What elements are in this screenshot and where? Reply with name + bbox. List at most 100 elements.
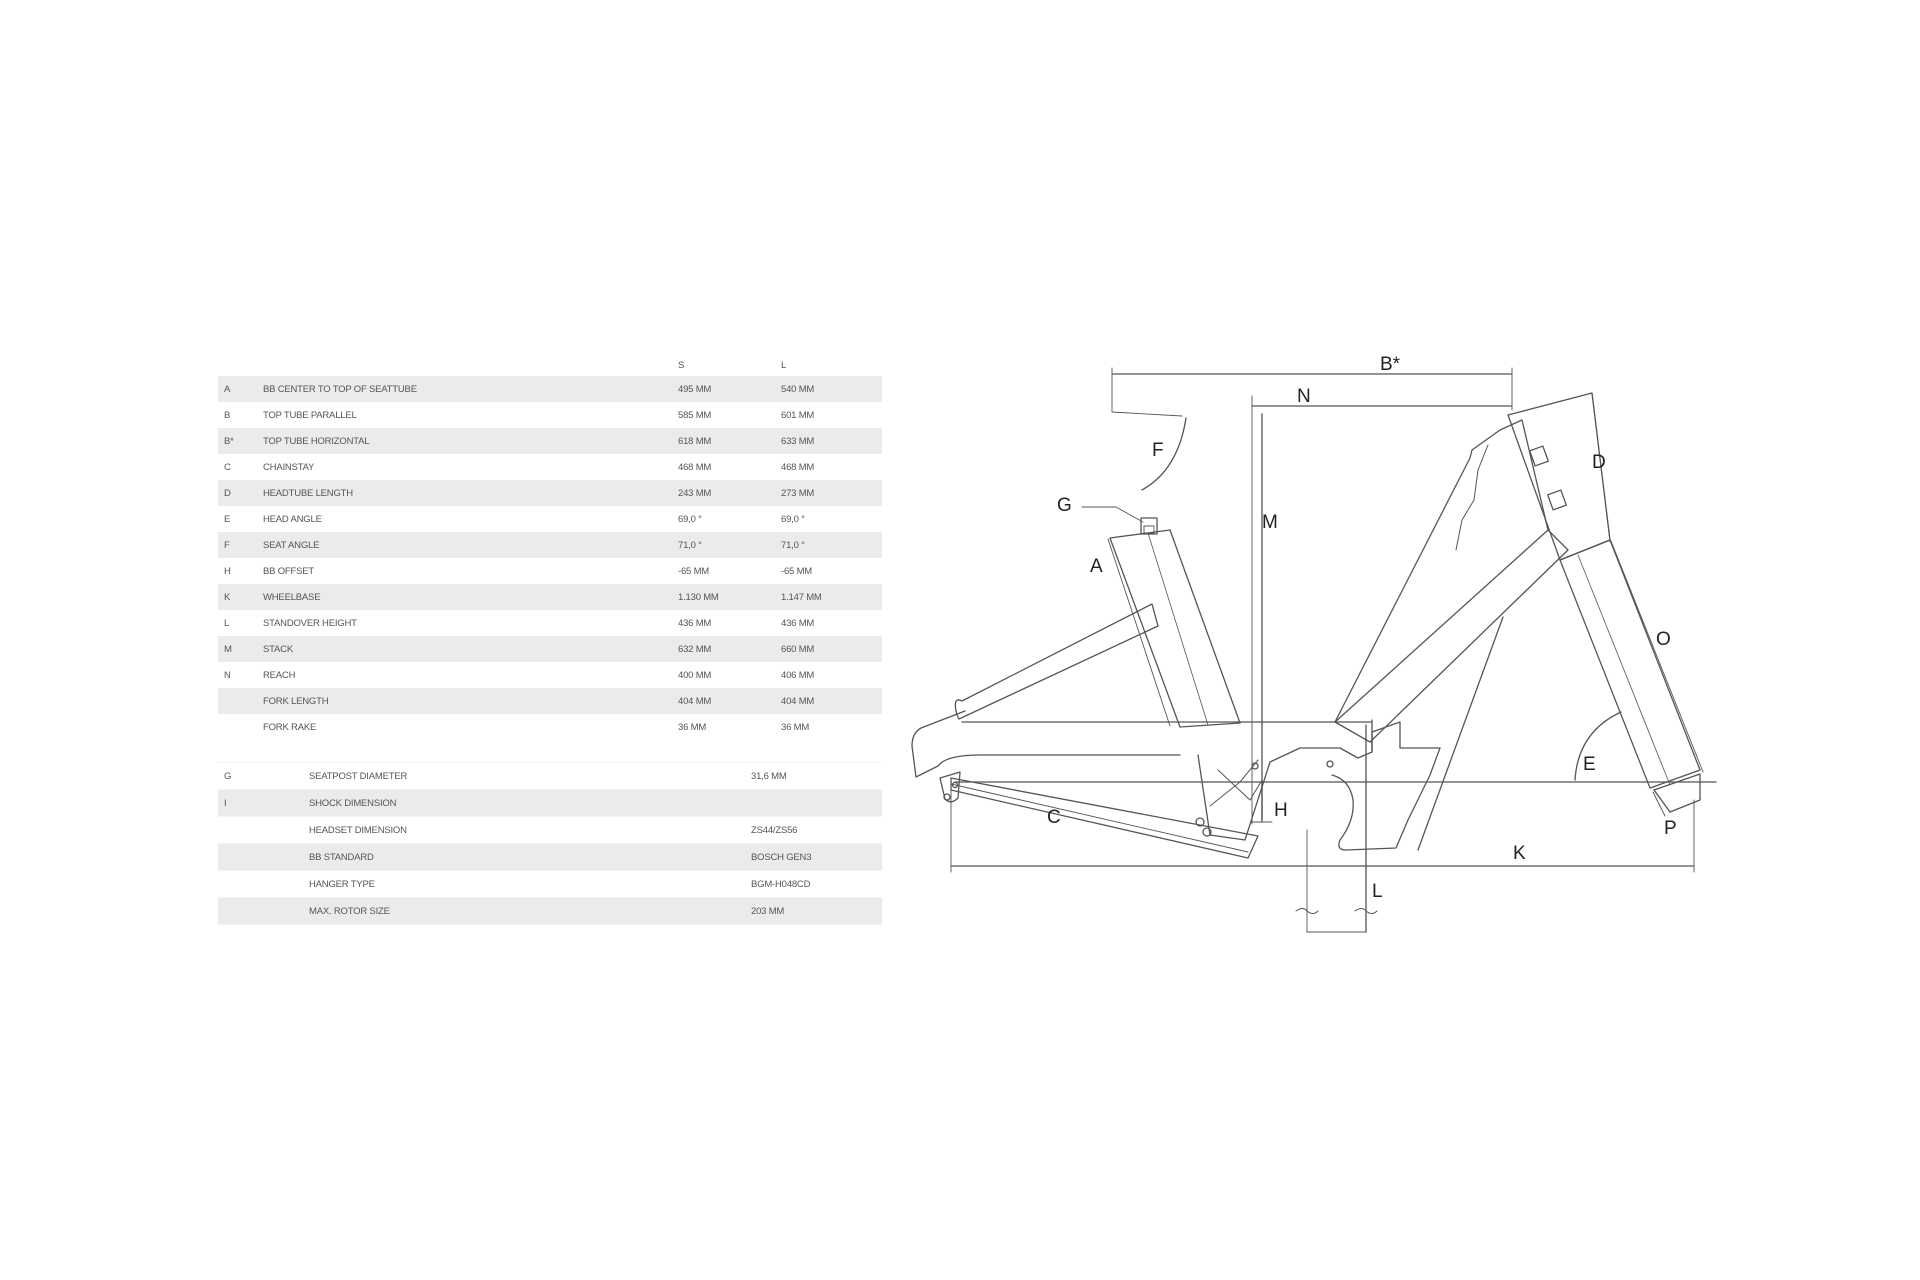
- row-value-l: 69,0 °: [781, 514, 805, 525]
- row-label: STANDOVER HEIGHT: [263, 618, 357, 629]
- row-value-s: 36 MM: [678, 722, 707, 733]
- g-leader-line: [1081, 506, 1144, 523]
- d-dim-line: [1591, 392, 1611, 543]
- row-value-s: 495 MM: [678, 384, 712, 395]
- row-code: H: [224, 566, 231, 577]
- label-d: D: [1592, 452, 1606, 473]
- seat-tube: [1109, 529, 1241, 728]
- spec-label: SHOCK DIMENSION: [309, 798, 397, 809]
- row-label: HEADTUBE LENGTH: [263, 488, 353, 499]
- spec-row: I SHOCK DIMENSION: [218, 790, 882, 817]
- row-value-s: 1.130 MM: [678, 592, 719, 603]
- seatpost-collar: [1140, 517, 1158, 535]
- table-row: FORK LENGTH 404 MM 404 MM: [218, 688, 882, 714]
- row-label: TOP TUBE HORIZONTAL: [263, 436, 370, 447]
- rear-axle-bolt: [943, 793, 951, 801]
- seat-tube-inner-line: [1147, 532, 1209, 726]
- table-row: A BB CENTER TO TOP OF SEATTUBE 495 MM 54…: [218, 376, 882, 402]
- row-value-l: 404 MM: [781, 696, 815, 707]
- table-row: N REACH 400 MM 406 MM: [218, 662, 882, 688]
- label-h: H: [1274, 800, 1288, 821]
- spec-code: G: [224, 771, 232, 782]
- row-value-l: 36 MM: [781, 722, 810, 733]
- pivot-bolt: [1195, 817, 1205, 827]
- spec-value: 203 MM: [751, 906, 785, 917]
- l-break-symbol-left: [1295, 908, 1319, 914]
- row-value-l: 660 MM: [781, 644, 815, 655]
- motor-housing: [1331, 721, 1441, 851]
- column-header-l: L: [781, 360, 787, 371]
- table-row: L STANDOVER HEIGHT 436 MM 436 MM: [218, 610, 882, 636]
- table-row: FORK RAKE 36 MM 36 MM: [218, 714, 882, 740]
- row-value-s: 618 MM: [678, 436, 712, 447]
- derailleur-hanger-bolt: [951, 781, 959, 789]
- down-tube: [1334, 529, 1569, 743]
- row-value-s: 404 MM: [678, 696, 712, 707]
- cable-port: [1547, 489, 1567, 511]
- row-label: FORK RAKE: [263, 722, 317, 733]
- row-label: FORK LENGTH: [263, 696, 329, 707]
- table-row: F SEAT ANGLE 71,0 ° 71,0 °: [218, 532, 882, 558]
- spec-value: BGM-H048CD: [751, 879, 811, 890]
- row-value-s: 632 MM: [678, 644, 712, 655]
- row-value-l: 406 MM: [781, 670, 815, 681]
- motor-mount: [1197, 719, 1373, 841]
- row-code: N: [224, 670, 231, 681]
- spec-value: 31,6 MM: [751, 771, 787, 782]
- table-row: M STACK 632 MM 660 MM: [218, 636, 882, 662]
- label-b-star: B*: [1380, 354, 1401, 375]
- row-code: E: [224, 514, 231, 525]
- label-g: G: [1057, 495, 1072, 516]
- row-code: B*: [224, 436, 234, 447]
- f-ref-line: [1111, 411, 1183, 417]
- row-value-l: 436 MM: [781, 618, 815, 629]
- row-value-l: -65 MM: [781, 566, 812, 577]
- fork-dropout-edge: [1652, 791, 1666, 817]
- spec-row: BB STANDARD BOSCH GEN3: [218, 844, 882, 871]
- table-row: H BB OFFSET -65 MM -65 MM: [218, 558, 882, 584]
- row-value-l: 601 MM: [781, 410, 815, 421]
- label-p: P: [1664, 818, 1677, 839]
- label-l: L: [1372, 881, 1383, 902]
- row-value-s: 71,0 °: [678, 540, 702, 551]
- row-value-l: 273 MM: [781, 488, 815, 499]
- cable-port: [1529, 445, 1549, 467]
- table-divider: [218, 740, 882, 763]
- fork-inner-line: [1577, 554, 1671, 786]
- c-dim-line: [950, 783, 1249, 853]
- down-tube-underside: [1417, 616, 1504, 851]
- row-value-l: 71,0 °: [781, 540, 805, 551]
- spec-label: HANGER TYPE: [309, 879, 375, 890]
- label-m: M: [1262, 512, 1278, 533]
- seatpost-clamp: [1143, 525, 1155, 534]
- label-f: F: [1152, 440, 1164, 461]
- row-code: L: [224, 618, 230, 629]
- spec-row: G SEATPOST DIAMETER 31,6 MM: [218, 763, 882, 790]
- spec-row: HANGER TYPE BGM-H048CD: [218, 871, 882, 898]
- top-tube-contour: [1455, 444, 1489, 551]
- label-a: A: [1090, 556, 1103, 577]
- row-code: M: [224, 644, 232, 655]
- a-dim-line: [1107, 538, 1171, 727]
- spec-value: BOSCH GEN3: [751, 852, 812, 863]
- row-value-s: 436 MM: [678, 618, 712, 629]
- row-label: BB OFFSET: [263, 566, 314, 577]
- row-code: F: [224, 540, 230, 551]
- row-value-l: 633 MM: [781, 436, 815, 447]
- row-label: STACK: [263, 644, 293, 655]
- spec-row: HEADSET DIMENSION ZS44/ZS56: [218, 817, 882, 844]
- top-tube: [1334, 419, 1549, 723]
- label-e: E: [1583, 754, 1596, 775]
- table-row: E HEAD ANGLE 69,0 ° 69,0 °: [218, 506, 882, 532]
- spec-row: MAX. ROTOR SIZE 203 MM: [218, 898, 882, 925]
- row-code: C: [224, 462, 231, 473]
- spec-label: SEATPOST DIAMETER: [309, 771, 408, 782]
- row-value-s: 69,0 °: [678, 514, 702, 525]
- spec-code: I: [224, 798, 227, 809]
- table-row: B* TOP TUBE HORIZONTAL 618 MM 633 MM: [218, 428, 882, 454]
- fork-dropout: [1653, 773, 1701, 813]
- geometry-table: S L A BB CENTER TO TOP OF SEATTUBE 495 M…: [218, 352, 882, 925]
- row-code: A: [224, 384, 231, 395]
- spec-value: ZS44/ZS56: [751, 825, 798, 836]
